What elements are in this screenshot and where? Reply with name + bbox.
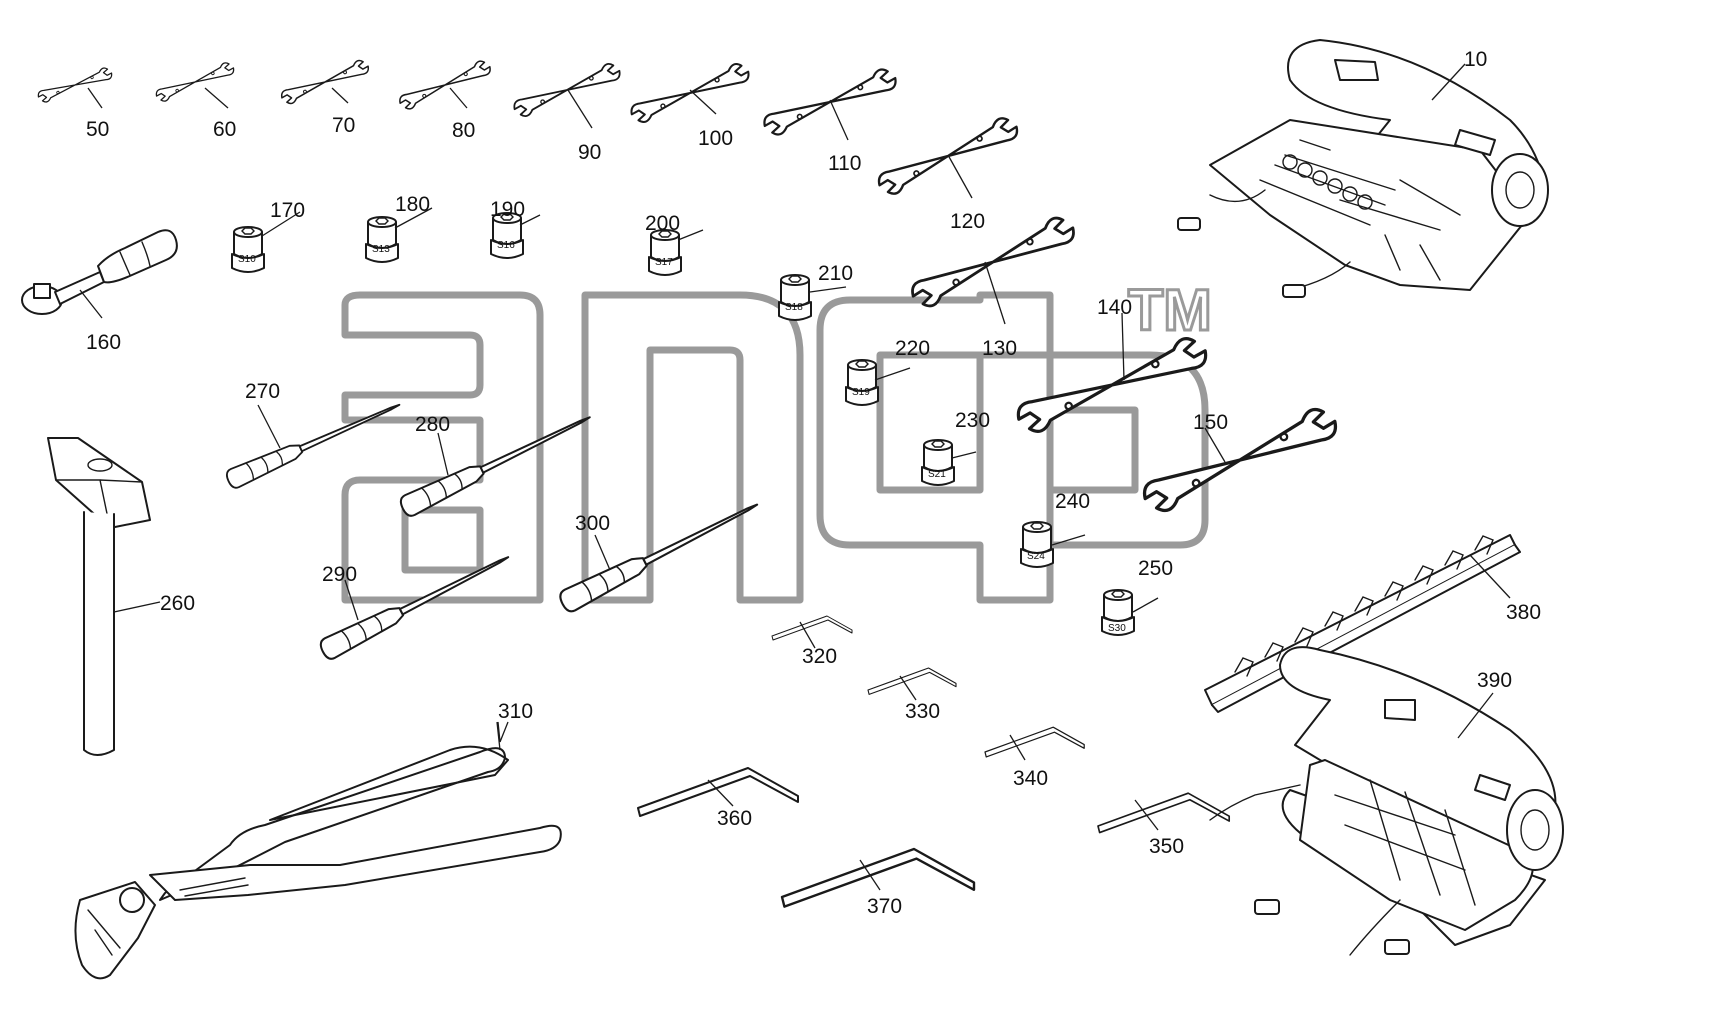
hex-key-350 (1097, 792, 1231, 834)
wrench-60 (153, 59, 237, 105)
svg-text:S18: S18 (785, 302, 803, 313)
callout-250: 250 (1138, 557, 1173, 580)
tool-roll-390 (1209, 646, 1564, 956)
svg-text:S19: S19 (852, 387, 870, 398)
callout-340: 340 (1013, 767, 1048, 790)
socket-s30: S30 (1101, 589, 1135, 636)
callout-320: 320 (802, 645, 837, 668)
callout-170: 170 (270, 199, 305, 222)
callout-130: 130 (982, 337, 1017, 360)
wrench-50 (36, 65, 114, 105)
hex-key-330 (867, 667, 957, 695)
callout-360: 360 (717, 807, 752, 830)
callout-180: 180 (395, 193, 430, 216)
brand-watermark: TM (341, 277, 1213, 604)
socket-s24: S24 (1020, 521, 1054, 568)
svg-text:S30: S30 (1108, 623, 1126, 634)
callout-200: 200 (645, 212, 680, 235)
hex-key-320 (771, 615, 853, 641)
callout-220: 220 (895, 337, 930, 360)
callout-280: 280 (415, 413, 450, 436)
callout-390: 390 (1477, 669, 1512, 692)
trademark-mark: TM (1128, 278, 1212, 343)
callout-60: 60 (213, 118, 236, 141)
pliers-310 (74, 721, 562, 980)
callout-190: 190 (490, 198, 525, 221)
callout-160: 160 (86, 331, 121, 354)
callout-80: 80 (452, 119, 475, 142)
callout-230: 230 (955, 409, 990, 432)
callout-150: 150 (1193, 411, 1228, 434)
callout-260: 260 (160, 592, 195, 615)
socket-s17: S17 (648, 229, 682, 276)
wrench-100 (627, 59, 753, 127)
callout-290: 290 (322, 563, 357, 586)
socket-s10: S10 (231, 226, 265, 273)
callout-10: 10 (1464, 48, 1487, 71)
callout-100: 100 (698, 127, 733, 150)
callout-380: 380 (1506, 601, 1541, 624)
hammer-260 (47, 437, 161, 756)
callout-labels: 10 50 60 70 80 90 100 110 120 130 140 15… (86, 48, 1541, 918)
socket-s16: S16 (490, 212, 524, 259)
wrench-140 (1012, 331, 1212, 439)
svg-text:S16: S16 (497, 240, 515, 251)
callout-370: 370 (867, 895, 902, 918)
svg-text:S17: S17 (655, 257, 673, 268)
wrench-80 (396, 57, 494, 113)
callout-210: 210 (818, 262, 853, 285)
svg-text:S13: S13 (372, 244, 390, 255)
screwdriver-270 (223, 394, 405, 491)
svg-text:S10: S10 (238, 254, 256, 265)
socket-s21: S21 (921, 439, 955, 486)
svg-text:S21: S21 (928, 469, 946, 480)
tool-roll-10 (1177, 39, 1549, 298)
socket-s19: S19 (845, 359, 879, 406)
svg-text:S24: S24 (1027, 551, 1045, 562)
socket-s18: S18 (778, 274, 812, 321)
callout-240: 240 (1055, 490, 1090, 513)
callout-110: 110 (828, 152, 861, 175)
wrench-70 (278, 57, 372, 107)
callout-350: 350 (1149, 835, 1184, 858)
wrench-150 (1138, 401, 1342, 519)
callout-50: 50 (86, 118, 109, 141)
hex-key-340 (984, 726, 1085, 758)
wrench-90 (510, 59, 624, 121)
callout-140: 140 (1097, 296, 1132, 319)
callout-120: 120 (950, 210, 985, 233)
callout-300: 300 (575, 512, 610, 535)
callout-90: 90 (578, 141, 601, 164)
callout-70: 70 (332, 114, 355, 137)
wrench-110 (760, 64, 900, 140)
callout-330: 330 (905, 700, 940, 723)
socket-s13: S13 (365, 216, 399, 263)
callout-310: 310 (498, 700, 533, 723)
ratchet-handle-160 (21, 229, 178, 319)
callout-270: 270 (245, 380, 280, 403)
